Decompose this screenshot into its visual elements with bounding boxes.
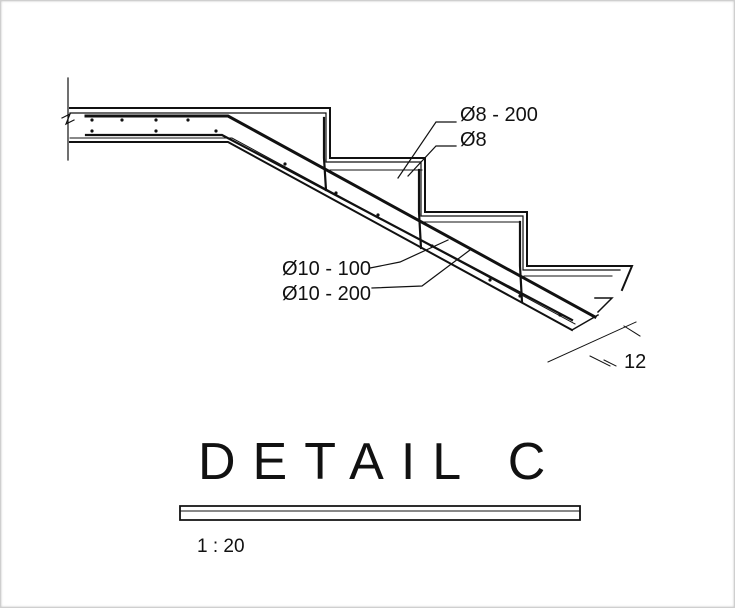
scale-text: 1 : 20	[197, 536, 245, 557]
scale-bar	[179, 505, 581, 521]
concrete-soffit	[69, 141, 574, 332]
rebar-dots	[90, 118, 562, 317]
main-bar-bottom	[84, 133, 574, 322]
dimension-text: 12	[624, 351, 646, 373]
step-stirrup-2	[417, 168, 423, 250]
label-dist-bar: Ø10 - 200	[282, 283, 371, 305]
main-bar-top	[84, 114, 598, 320]
step-stirrup-3	[518, 220, 524, 304]
label-main-bar: Ø10 - 100	[282, 258, 371, 280]
step-end-nib	[594, 297, 614, 314]
label-top-bar-2: Ø8	[460, 129, 487, 151]
dimension-line	[547, 321, 637, 363]
concrete-outline-top	[69, 107, 634, 292]
step-stirrup-1	[322, 116, 328, 192]
concrete-outline-top-inner	[69, 112, 621, 271]
leader-dist-bar	[371, 249, 471, 289]
label-top-bar: Ø8 - 200	[460, 104, 538, 126]
leader-top-bar-2	[407, 145, 457, 177]
detail-title: DETAIL C	[198, 433, 563, 491]
leader-main-bar	[369, 239, 449, 269]
leader-top-bar	[397, 121, 457, 179]
